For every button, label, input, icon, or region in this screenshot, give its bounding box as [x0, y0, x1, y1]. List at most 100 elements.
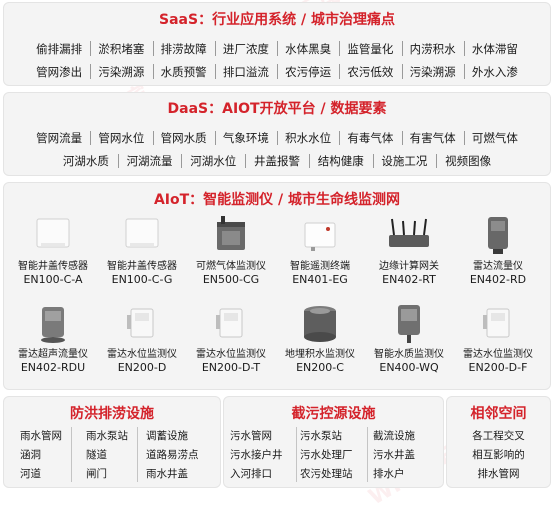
saas-items-item: 农污低效 [339, 60, 401, 83]
saas-panel: SaaS：行业应用系统 / 城市治理痛点 偷排漏排淤积堵塞排涝故障进厂浓度水体黑… [3, 2, 551, 86]
pollution-panel: 截污控源设施 污水管网污水接户井入河排口 污水泵站污水处理厂农污处理站 截流设施… [223, 396, 444, 488]
gray-ultrasonic-icon [30, 301, 76, 345]
device-name: 边缘计算网关 [379, 261, 439, 272]
saas-items-item: 排口溢流 [214, 60, 277, 83]
facility-item: 排水户 [373, 468, 405, 480]
saas-items-item: 管网渗出 [36, 64, 83, 79]
daas-row-1: 管网流量管网水位管网水质气象环境积水水位有毒气体有害气体可燃气体 [28, 127, 526, 149]
device-model: EN401-EG [292, 273, 348, 286]
flood-col-2: 雨水泵站隧道闸门 [86, 427, 128, 484]
flood-col-1: 雨水管网涵洞河道 [20, 427, 62, 484]
device-name: 智能井盖传感器 [18, 261, 88, 272]
buried-cylinder-icon [297, 301, 343, 345]
facility-item: 调蓄设施 [146, 430, 188, 442]
device-model: EN402-RD [469, 273, 527, 286]
white-terminal-box-icon [297, 213, 343, 257]
pollution-col-1: 污水管网污水接户井入河排口 [230, 427, 283, 484]
facility-item: 雨水泵站 [86, 430, 128, 442]
saas-items-item: 水体黑臭 [277, 37, 339, 60]
daas-row1-item: 可燃气体 [463, 127, 526, 149]
device-name: 雷达水位监测仪 [107, 349, 177, 360]
daas-row1-item: 有毒气体 [339, 127, 401, 149]
device-model: EN402-RDU [20, 361, 86, 374]
device-name: 地埋积水监测仪 [285, 349, 355, 360]
saas-items-item: 淤积堵塞 [90, 37, 152, 60]
saas-items-item: 外水入渗 [463, 60, 526, 83]
gray-radar-flow-icon [475, 213, 521, 257]
pollution-col-2: 污水泵站污水处理厂农污处理站 [300, 427, 353, 484]
saas-grid: 偷排漏排淤积堵塞排涝故障进厂浓度水体黑臭监管量化内涝积水水体滞留管网渗出污染溯源… [28, 37, 526, 83]
pollution-title: 截污控源设施 [291, 406, 376, 422]
daas-row2-item: 视频图像 [436, 150, 500, 172]
facility-item: 闸门 [86, 468, 107, 480]
facility-item: 污水管网 [230, 430, 272, 442]
device-model: EN200-C [296, 361, 344, 374]
daas-row2-item: 河湖水质 [62, 154, 109, 168]
facility-item: 污水处理厂 [300, 449, 353, 461]
saas-items-item: 内涝积水 [401, 37, 464, 60]
facility-item: 雨水井盖 [146, 468, 188, 480]
adjacent-line: 各工程交叉 [472, 430, 525, 442]
facility-item: 涵洞 [20, 449, 41, 461]
device-name: 智能水质监测仪 [374, 349, 444, 360]
device-name: 智能井盖传感器 [107, 261, 177, 272]
divider [367, 427, 368, 482]
device-name: 雷达水位监测仪 [463, 349, 533, 360]
divider [137, 427, 138, 482]
device-model: EN400-WQ [379, 361, 439, 374]
daas-row1-item: 管网水质 [152, 127, 215, 149]
daas-row1-item: 管网流量 [36, 131, 83, 145]
device-name: 雷达水位监测仪 [196, 349, 266, 360]
facility-item: 污水接户井 [230, 449, 283, 461]
device-model: EN100-C-G [111, 273, 173, 286]
device-name: 智能遥测终端 [290, 261, 350, 272]
saas-items-item: 监管量化 [339, 37, 401, 60]
daas-title: DaaS：AIOT开放平台 / 数据要素 [167, 101, 387, 117]
flood-panel: 防洪排涝设施 雨水管网涵洞河道 雨水泵站隧道闸门 调蓄设施道路易涝点雨水井盖 [3, 396, 221, 488]
facility-item: 道路易涝点 [146, 449, 199, 461]
daas-row1-item: 气象环境 [214, 127, 277, 149]
device-model: EN100-C-A [23, 273, 83, 286]
adjacent-col: 各工程交叉相互影响的排水管网 [447, 427, 550, 484]
daas-row2-item: 设施工况 [372, 150, 437, 172]
saas-items-item: 水质预警 [152, 60, 215, 83]
adjacent-title: 相邻空间 [470, 406, 527, 422]
gateway-router-icon [386, 213, 432, 257]
saas-items-item: 水体滞留 [463, 37, 526, 60]
device-model: EN200-D-T [201, 361, 261, 374]
device-model: EN402-RT [382, 273, 436, 286]
device-model: EN200-D [117, 361, 167, 374]
pollution-col-3: 截流设施污水井盖排水户 [373, 427, 415, 484]
white-radar-level-icon [208, 301, 254, 345]
facility-item: 污水井盖 [373, 449, 415, 461]
daas-row-2: 河湖水质河湖流量河湖水位井盖报警结构健康设施工况视频图像 [54, 150, 500, 172]
divider [71, 427, 72, 482]
daas-row2-item: 井盖报警 [245, 150, 309, 172]
adjacent-line: 排水管网 [477, 468, 520, 480]
saas-items-item: 偷排漏排 [36, 41, 83, 56]
device-model: EN500-CG [202, 273, 260, 286]
white-radar-level-icon [475, 301, 521, 345]
gray-gas-detector-icon [208, 213, 254, 257]
divider [296, 427, 297, 482]
saas-title: SaaS：行业应用系统 / 城市治理痛点 [159, 12, 395, 28]
facility-item: 截流设施 [373, 430, 415, 442]
saas-items-item: 进厂浓度 [214, 37, 277, 60]
facility-item: 河道 [20, 468, 41, 480]
facility-item: 雨水管网 [20, 430, 62, 442]
device-model: EN200-D-F [468, 361, 528, 374]
device-name: 雷达流量仪 [473, 261, 523, 272]
saas-items-item: 排涝故障 [152, 37, 215, 60]
